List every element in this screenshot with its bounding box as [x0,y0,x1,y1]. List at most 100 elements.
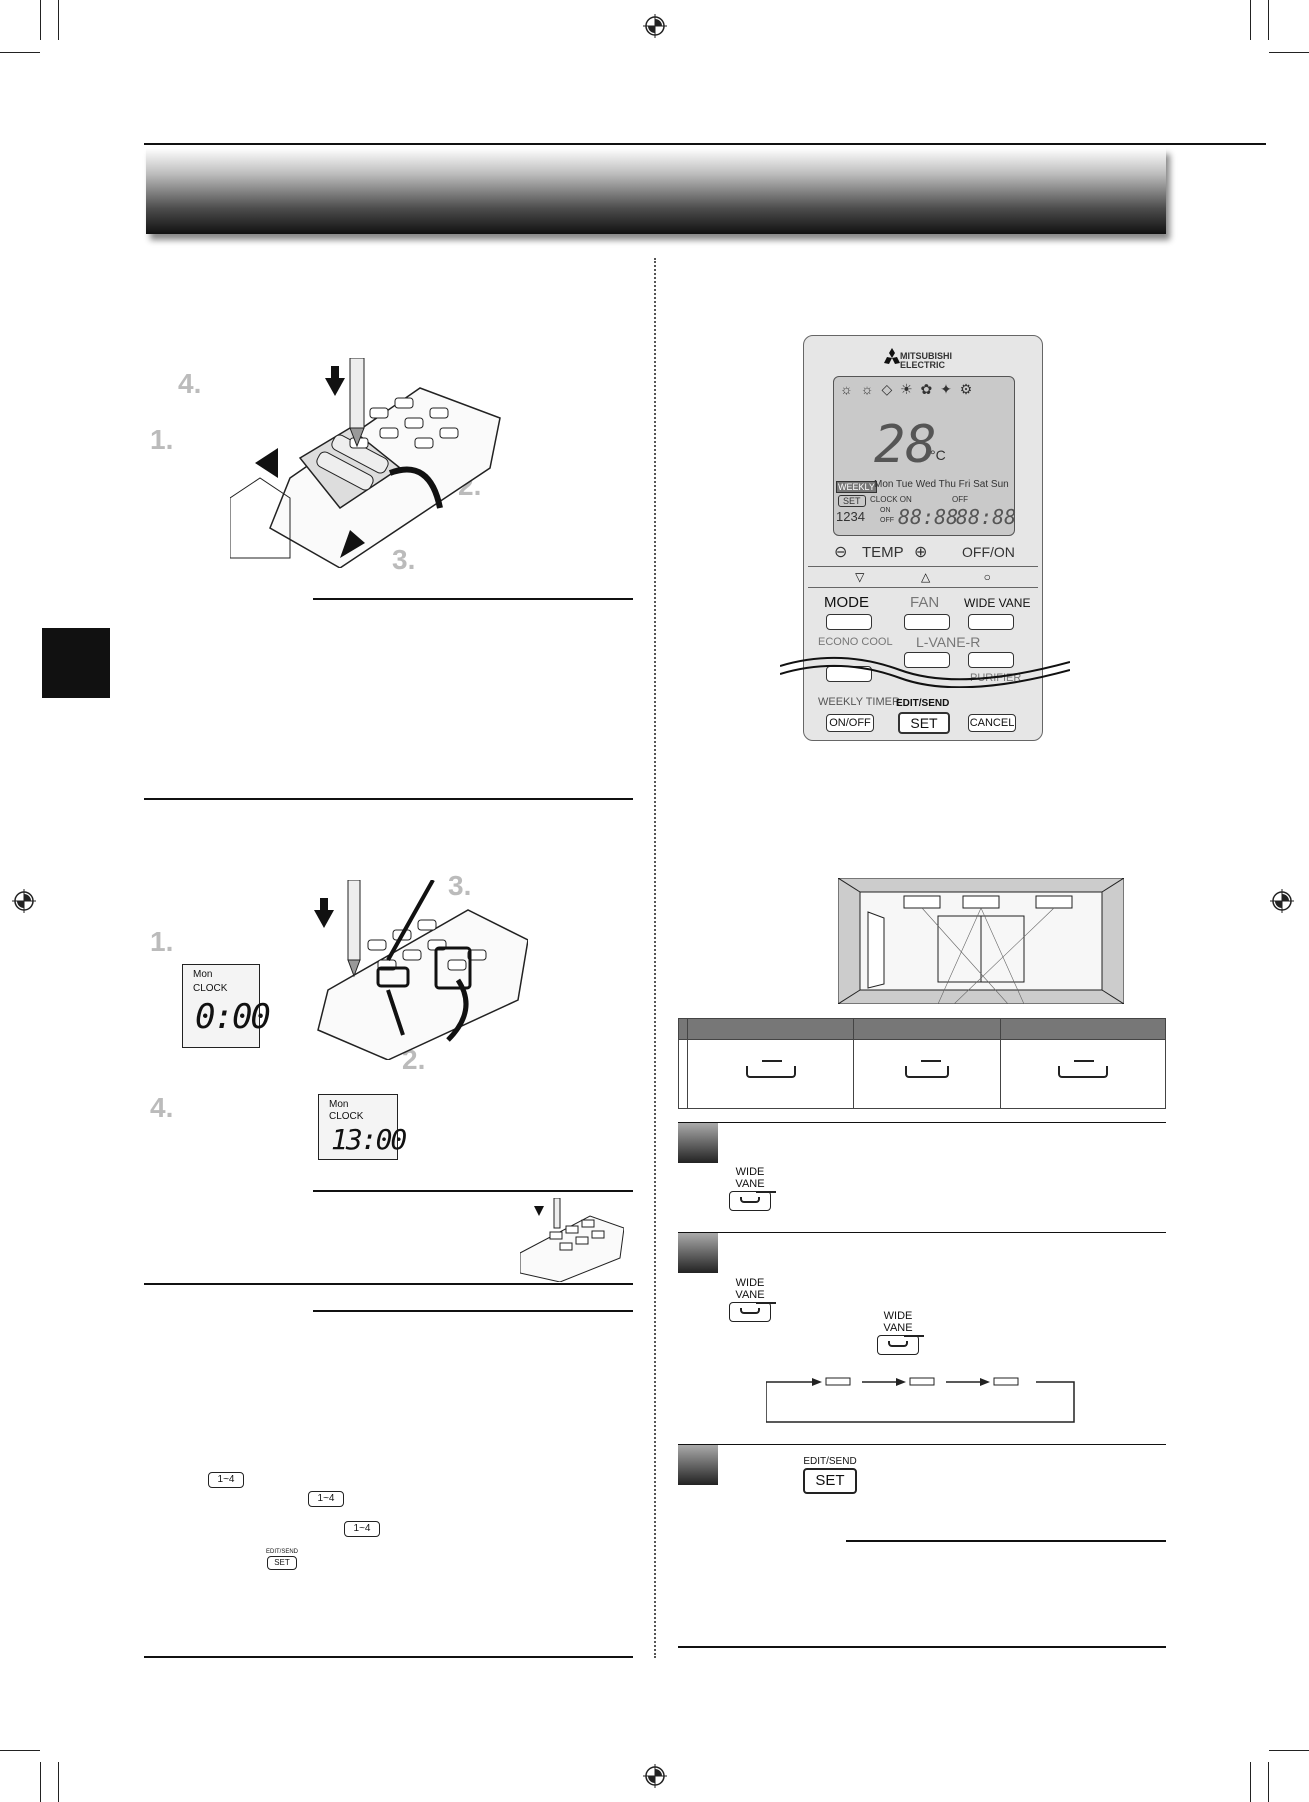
brand-logo: MITSUBISHI ELECTRIC [900,351,953,370]
wide-vane-button-icon: WIDE VANE [720,1277,780,1322]
header-top-rule [144,143,1266,145]
wide-vane-button [968,614,1014,630]
column-divider [654,258,656,1658]
lcd-mode-icons: ☼ ☼ ◇ ☀ ✿ ✦ ⚙ [840,381,975,397]
remote-lcd: ☼ ☼ ◇ ☀ ✿ ✦ ⚙ 28 °C WEEKLY Mon Tue Wed T… [833,376,1017,536]
remote-control-illustration: MITSUBISHI ELECTRIC ☼ ☼ ◇ ☀ ✿ ✦ ⚙ 28 °C … [780,335,1070,741]
wide-vane-button-icon: WIDE VANE [868,1310,928,1355]
table-row [677,1039,1167,1109]
crop-mark [1250,1762,1251,1802]
range-button-icon: 1~4 [308,1491,344,1507]
step-section-rule [678,1122,1166,1123]
crop-mark [1250,0,1251,40]
lcd-temp-unit: °C [930,447,946,463]
crop-mark [58,0,59,40]
temp-label: TEMP [862,544,904,561]
crop-mark [40,0,41,40]
l-vane-r-label: L-VANE-R [916,634,981,650]
step-section-rule [678,1232,1166,1233]
lcd-1234: 1234 [836,509,865,524]
crop-mark [40,1762,41,1802]
room-airflow-illustration [838,878,1124,1004]
crop-mark [1269,52,1309,53]
weekly-timer-label: WEEKLY TIMER [818,696,900,708]
lcd-on: ON [880,507,891,514]
r-vane-button [968,652,1014,668]
weekly-on-off-button: ON/OFF [826,714,874,732]
lcd-days: Mon Tue Wed Thu Fri Sat Sun [874,479,1009,490]
vane-icon [740,1191,776,1203]
section-end-rule [678,1646,1166,1648]
lcd-off: OFF [952,495,968,504]
set-button: SET [898,712,950,734]
step-label: 4. [150,1092,174,1123]
wide-vane-label: WIDE VANE [964,596,1031,610]
battery-insertion-illustration [230,358,501,568]
reset-button-illustration [520,1198,624,1282]
vane-icon [888,1335,924,1347]
side-tab [42,628,110,698]
registration-mark-icon [643,1764,667,1788]
registration-mark-icon [643,14,667,38]
step-label: 1. [150,926,174,957]
torn-edge [780,656,1070,688]
clock-display-set: Mon CLOCK 13:00 [318,1094,407,1160]
crop-mark [1268,1762,1269,1802]
crop-mark [0,52,40,53]
step-label: 3. [448,870,472,901]
registration-mark-icon [12,889,36,913]
note-rule [313,1190,633,1192]
section-end-rule [144,1283,633,1285]
edit-send-label: EDIT/SEND [896,698,950,709]
vane-cycle-diagram [766,1377,1075,1423]
lcd-time-off: 88:88 [956,505,1017,529]
lcd-weekly: WEEKLY [836,481,877,493]
mode-button [826,614,872,630]
edit-send-set-button-icon: EDIT/SEND SET [264,1549,300,1570]
table-header-row [677,1018,1167,1040]
temp-plus-icon: ⊕ [914,544,928,561]
clock-set-illustration [314,880,528,1060]
step-label: 2. [402,1044,426,1075]
wide-vane-button-icon: WIDE VANE [720,1166,780,1211]
note-rule [313,598,633,600]
clock-display-blinking: Mon CLOCK 0:00 [182,964,271,1048]
crop-mark [58,1762,59,1802]
cancel-button: CANCEL [968,714,1016,732]
crop-mark [0,1750,40,1751]
note-rule [313,1310,633,1312]
off-on-label: OFF/ON [962,544,1015,560]
crop-mark [1268,0,1269,40]
econo-cool-label: ECONO COOL [818,636,893,648]
registration-mark-icon [1270,889,1294,913]
lcd-off: OFF [880,517,894,524]
step-label: 4. [178,368,202,399]
step-marker [678,1123,718,1163]
lcd-clock-on: CLOCK ON [870,495,912,504]
temp-minus-icon: ⊖ [834,544,848,561]
section-end-rule [144,798,633,800]
three-diamond-logo-icon [884,348,900,364]
vane-position-table [677,1018,1167,1109]
range-button-icon: 1~4 [208,1472,244,1488]
remote-arrow-row: ▽ △ ○ [808,566,1038,588]
section-end-rule [144,1656,633,1658]
fan-button [904,614,950,630]
mode-label: MODE [824,594,869,611]
range-button-icon: 1~4 [344,1521,380,1537]
note-rule [846,1540,1166,1542]
step-section-rule [678,1444,1166,1445]
header-banner [146,148,1166,234]
vane-icon [740,1302,776,1314]
step-marker [678,1445,718,1485]
step-label: 1. [150,424,174,455]
crop-mark [1269,1750,1309,1751]
step-marker [678,1233,718,1273]
vane-center-icon [904,1060,949,1078]
lcd-temperature: 28 [874,415,937,475]
vane-wide-icon [745,1060,796,1078]
lcd-time-on: 88:88 [898,505,959,529]
edit-send-set-button-icon: EDIT/SEND SET [800,1456,860,1494]
vane-right-icon [1057,1060,1108,1078]
step-label: 3. [392,544,416,575]
